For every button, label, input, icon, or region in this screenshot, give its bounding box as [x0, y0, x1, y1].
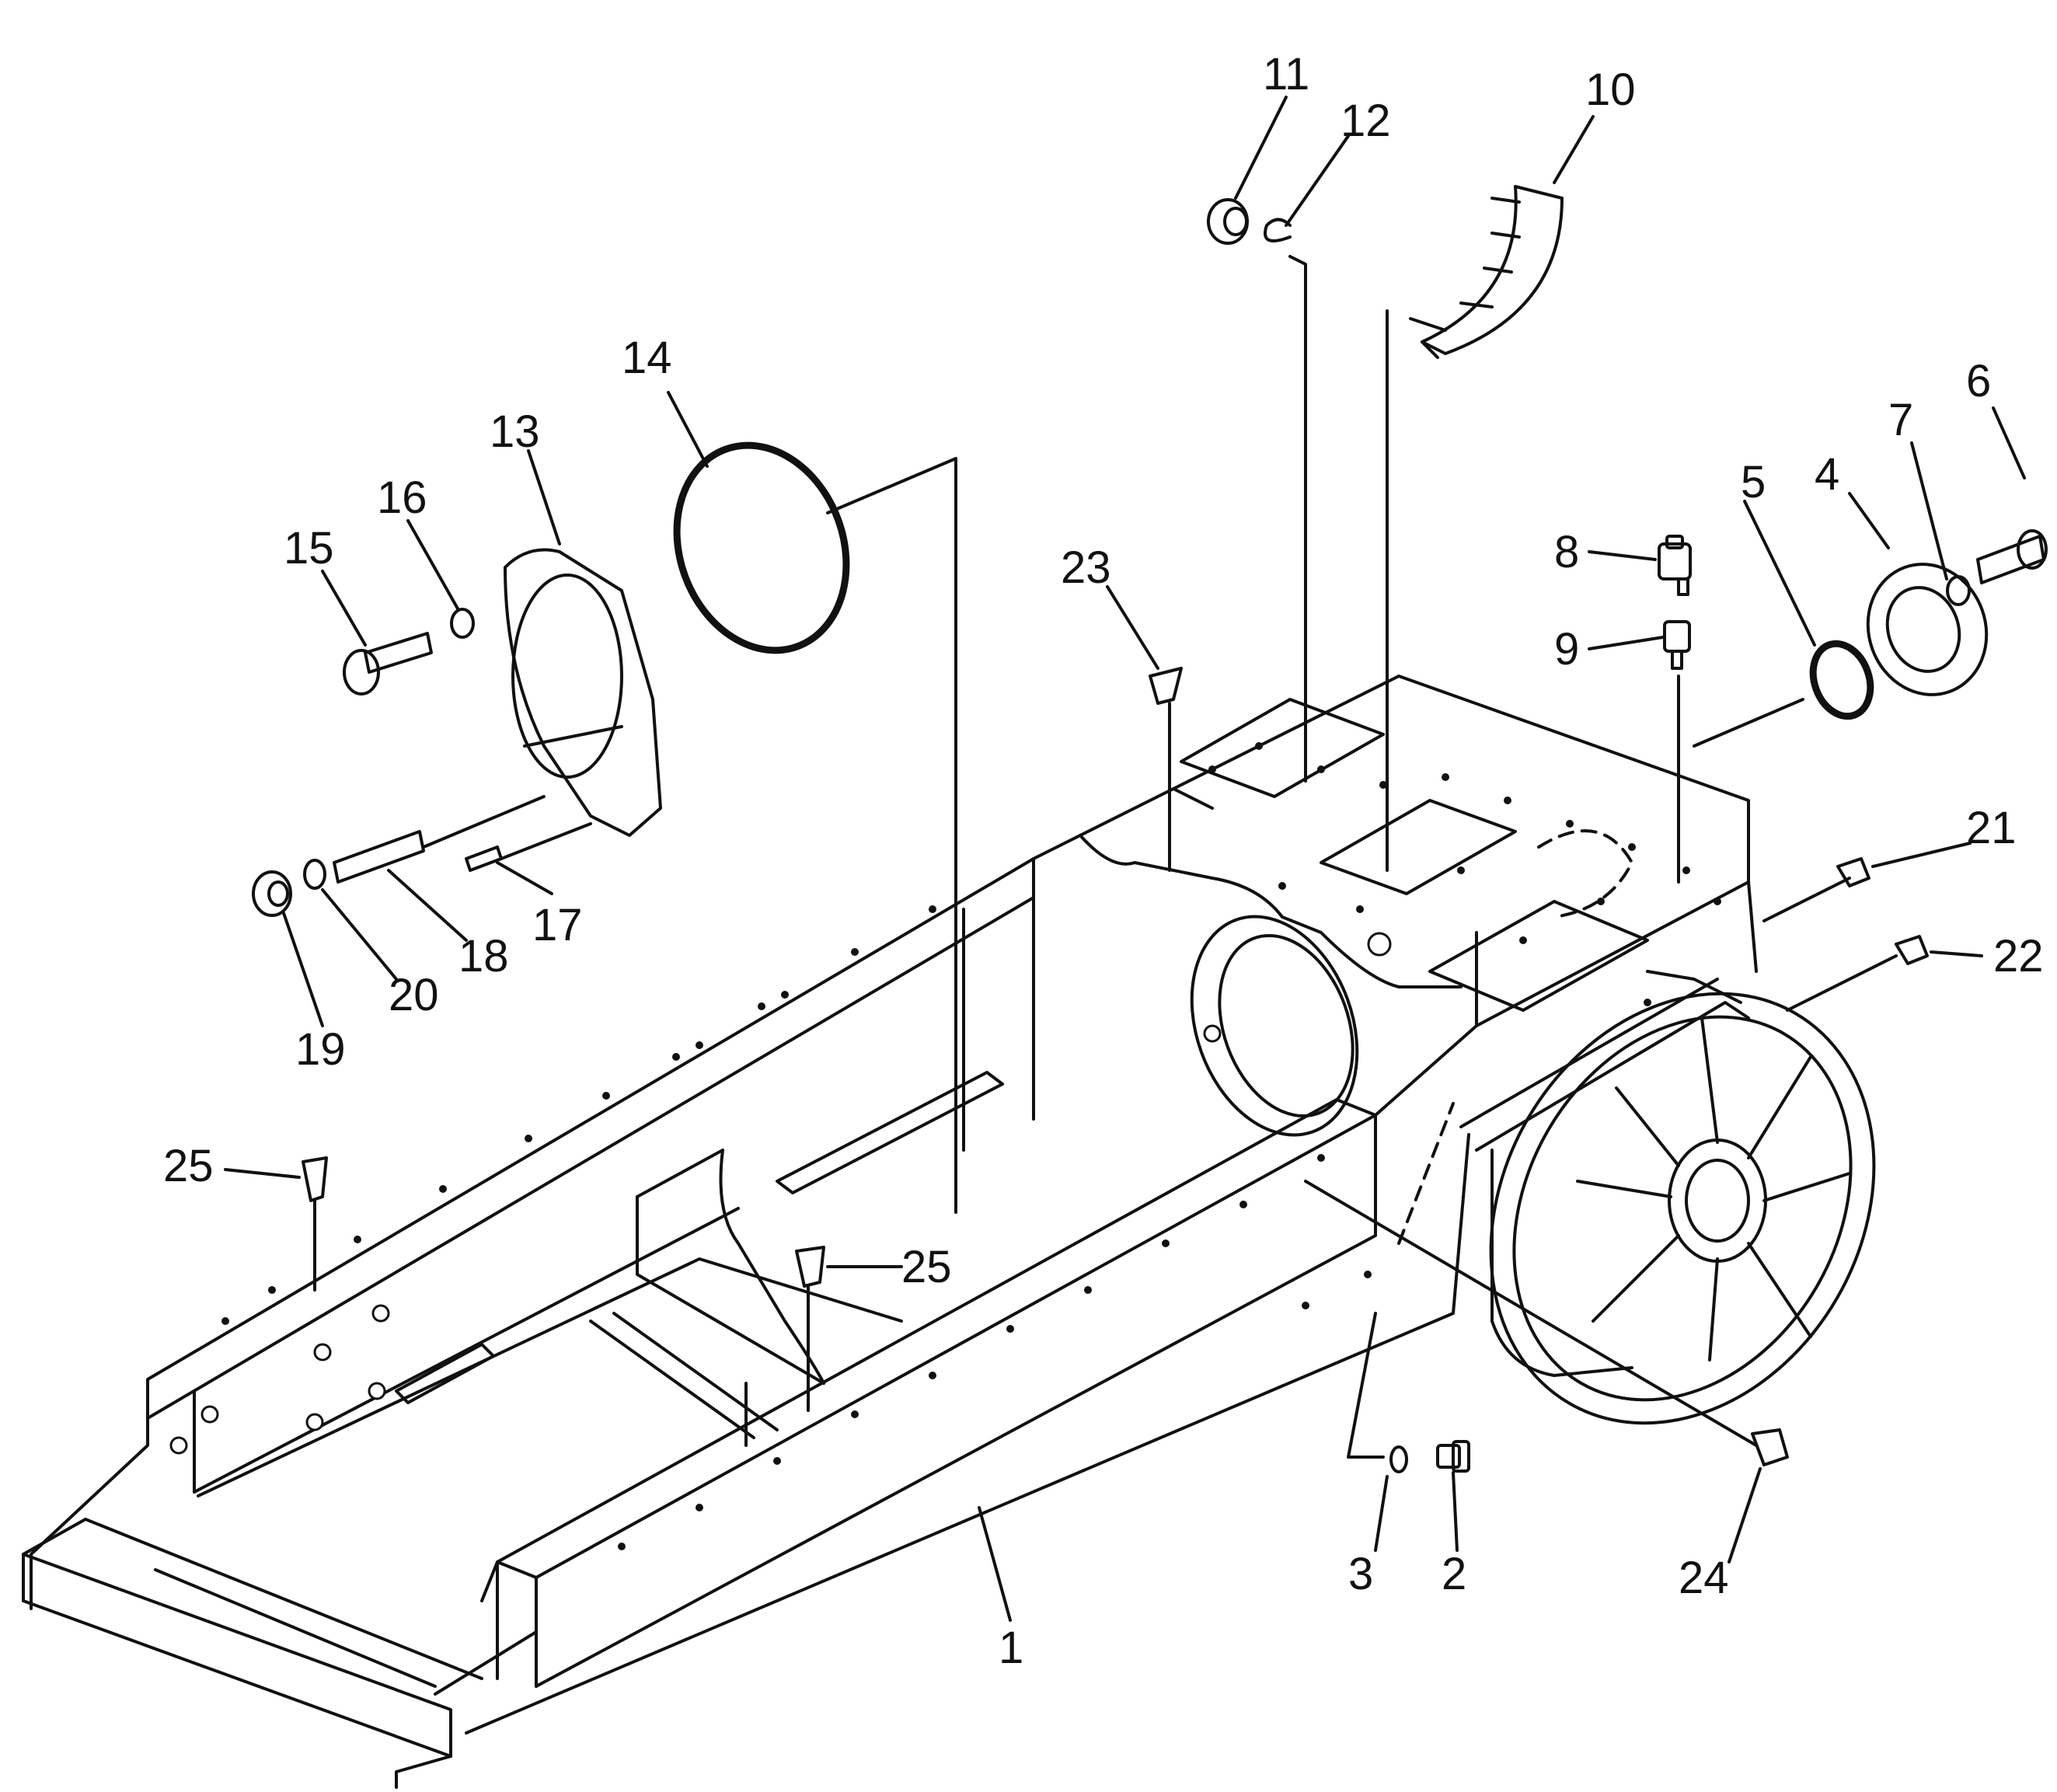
callout-22: 22 — [1993, 931, 2044, 981]
o-ring-14 — [673, 441, 850, 654]
stud-18 — [333, 830, 425, 884]
o-ring-3 — [1389, 1445, 1408, 1473]
callout-4: 4 — [1815, 449, 1839, 500]
callout-25b: 25 — [901, 1242, 952, 1292]
callout-5: 5 — [1741, 457, 1766, 507]
callout-16: 16 — [377, 472, 427, 523]
clip-12 — [1264, 218, 1292, 242]
callout-23: 23 — [1061, 542, 1111, 593]
callout-15: 15 — [284, 523, 334, 574]
bolt-15 — [343, 632, 433, 696]
washer-7 — [1946, 575, 1971, 606]
cover-4 — [1866, 563, 1989, 696]
callout-10: 10 — [1585, 64, 1636, 115]
plug-25b — [795, 1246, 825, 1288]
pin-17 — [465, 845, 503, 872]
nut-11 — [1207, 198, 1249, 245]
frame-holes — [169, 742, 1721, 1550]
plug-23 — [1149, 667, 1183, 705]
callout-6: 6 — [1966, 356, 1991, 406]
callout-8: 8 — [1554, 527, 1579, 577]
callout-24: 24 — [1679, 1553, 1729, 1603]
callout-21: 21 — [1966, 803, 2017, 853]
callout-19: 19 — [295, 1024, 346, 1075]
bolt-6 — [1976, 529, 2048, 584]
plug-22 — [1895, 935, 1929, 965]
callout-labels: 1 2 3 4 5 6 7 8 9 10 11 12 13 14 15 16 1… — [163, 49, 2044, 1673]
plug-24 — [1751, 1428, 1789, 1466]
main-frame — [22, 675, 1876, 1789]
nut-19 — [252, 870, 292, 917]
flange-13 — [504, 548, 662, 837]
plug-25a — [302, 1156, 328, 1202]
callout-14: 14 — [622, 333, 672, 383]
callout-11: 11 — [1263, 49, 1309, 99]
callout-18: 18 — [458, 931, 509, 981]
fitting-8 — [1658, 535, 1692, 596]
callout-17: 17 — [532, 900, 583, 950]
leader-lines — [224, 96, 2026, 1622]
plug-2 — [1436, 1440, 1470, 1473]
callout-20: 20 — [389, 970, 439, 1020]
callout-13: 13 — [490, 406, 540, 457]
callout-7: 7 — [1888, 395, 1913, 445]
callout-2: 2 — [1442, 1549, 1466, 1599]
washer-16 — [450, 608, 475, 639]
o-ring-5 — [1809, 640, 1874, 720]
callout-3: 3 — [1348, 1549, 1373, 1599]
callout-25a: 25 — [163, 1141, 214, 1191]
fitting-9 — [1663, 620, 1691, 670]
callout-9: 9 — [1554, 624, 1579, 675]
callout-12: 12 — [1341, 96, 1391, 146]
callout-1: 1 — [999, 1623, 1023, 1673]
bracket-10 — [1409, 185, 1564, 359]
washer-20 — [303, 859, 326, 890]
